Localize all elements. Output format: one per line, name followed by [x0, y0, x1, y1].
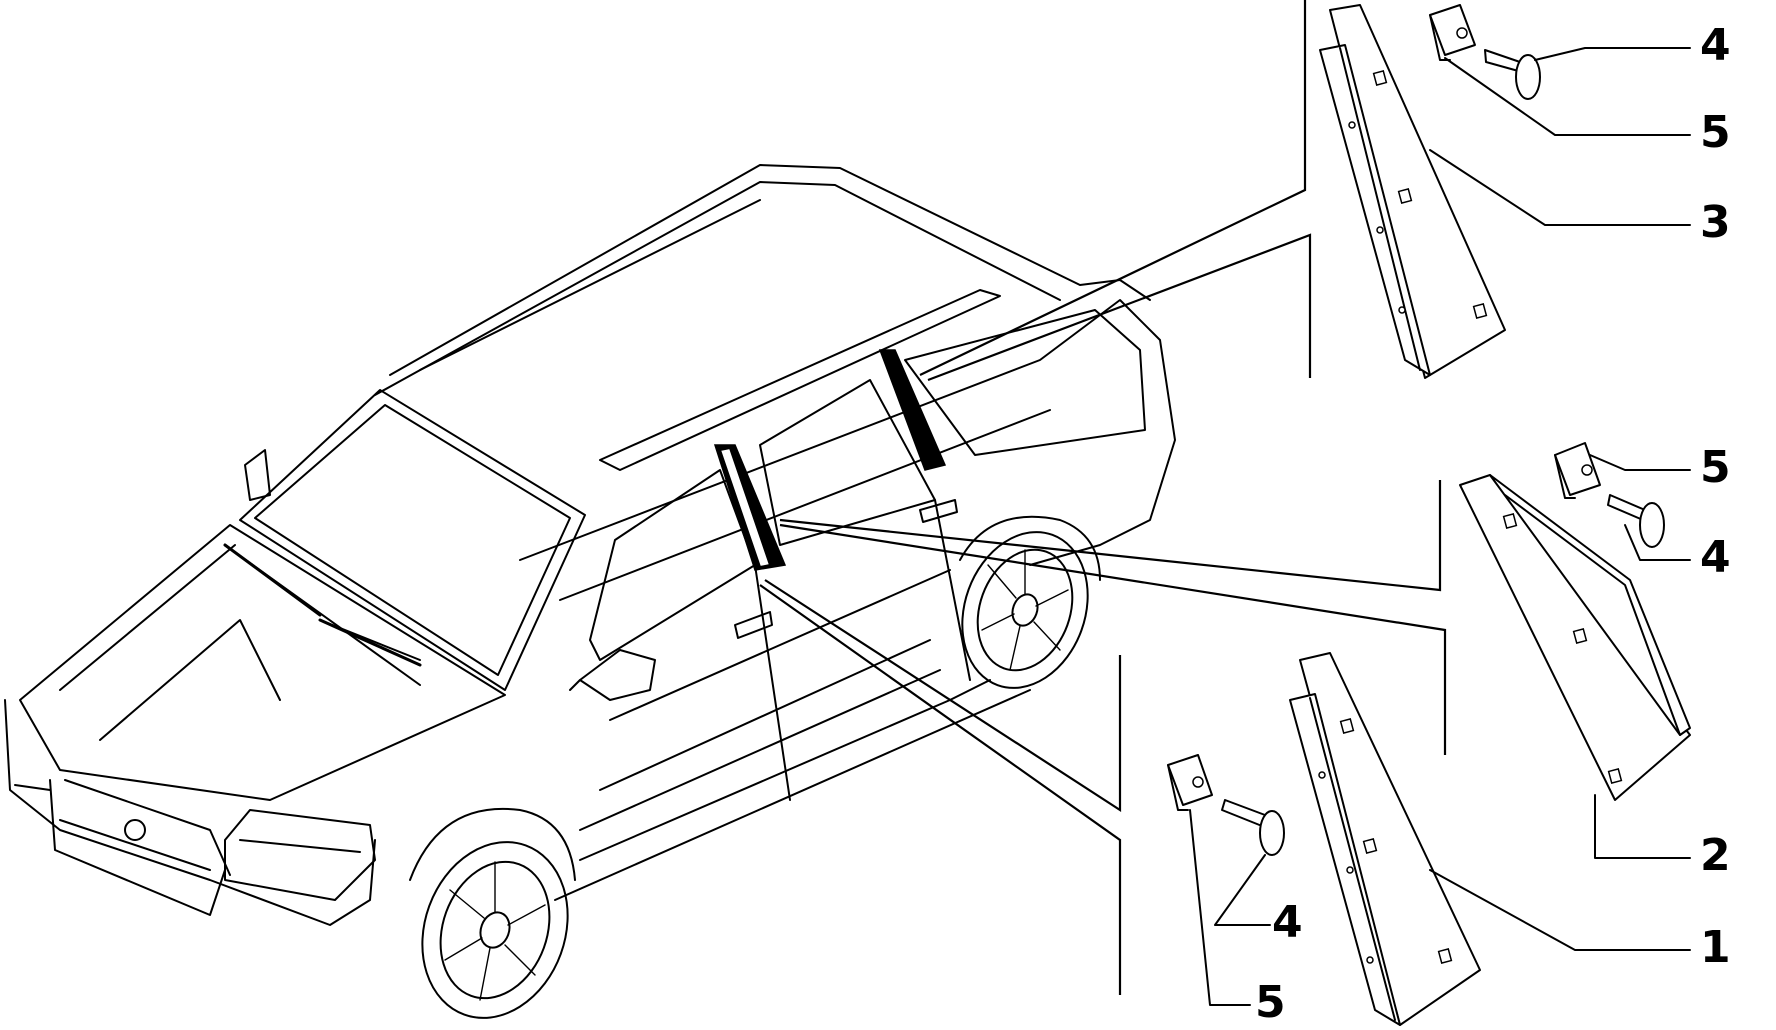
car-illustration	[4, 164, 1176, 1019]
pillar-trim-part-1	[1289, 652, 1481, 1026]
callout-leaders	[1189, 47, 1691, 1006]
callout-5-low: 5	[1255, 977, 1286, 1028]
screw-part-4-top	[1484, 49, 1541, 100]
pillar-trim-part-2	[1459, 474, 1691, 801]
screw-part-4-mid	[1607, 494, 1665, 548]
pillar-trim-part-3	[1319, 4, 1506, 379]
callout-4-low: 4	[1272, 897, 1303, 948]
callout-1: 1	[1700, 922, 1731, 973]
clip-part-5-mid	[1554, 442, 1601, 499]
callout-4-mid: 4	[1700, 532, 1731, 583]
callout-5-top: 5	[1700, 107, 1731, 158]
clip-part-5-low	[1167, 754, 1213, 811]
callout-5-mid: 5	[1700, 442, 1731, 493]
callout-4-top: 4	[1700, 20, 1731, 71]
clip-part-5-top	[1429, 4, 1476, 61]
leader-lines	[759, 0, 1447, 995]
screw-part-4-low	[1221, 799, 1285, 856]
callout-2: 2	[1700, 830, 1731, 881]
callout-3: 3	[1700, 197, 1731, 248]
